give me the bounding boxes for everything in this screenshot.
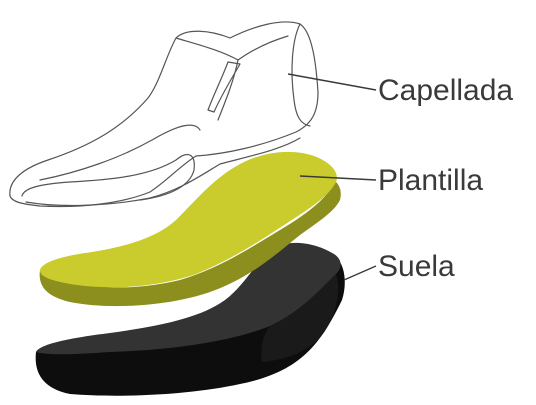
plantilla-label: Plantilla [378,164,483,197]
capellada-label: Capellada [378,74,513,107]
suela-label: Suela [378,250,455,283]
suela-leader-line [344,266,376,280]
